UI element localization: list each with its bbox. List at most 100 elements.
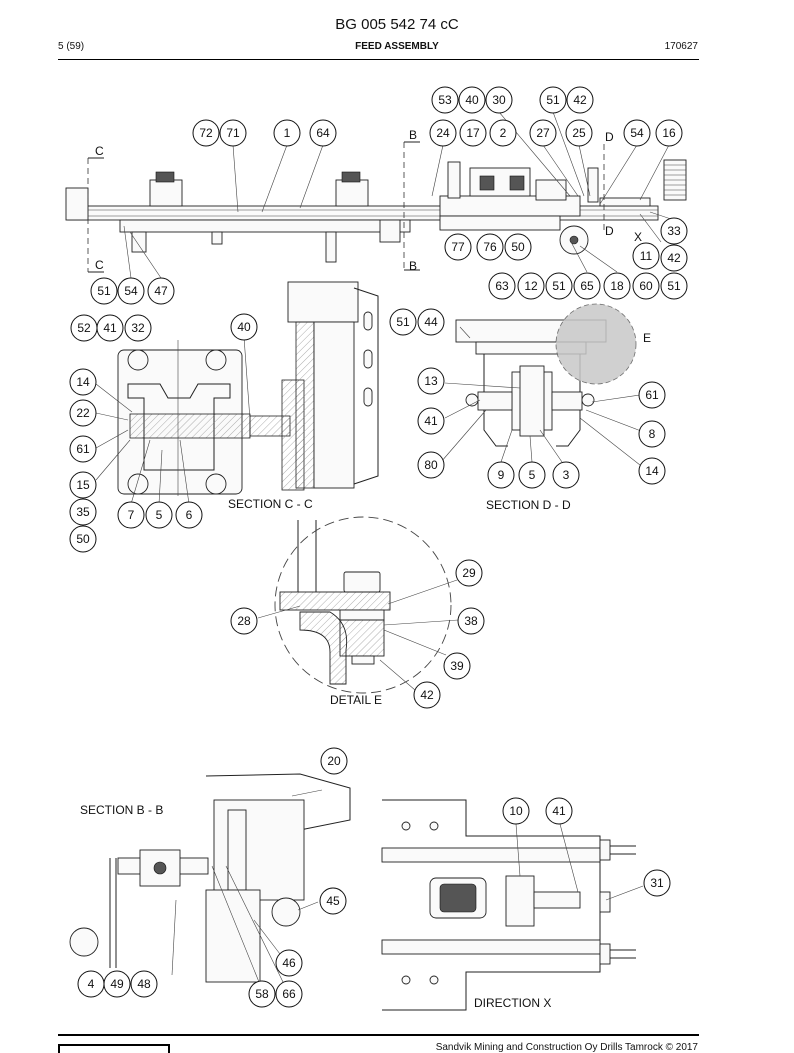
balloon-42: 42 [566, 86, 594, 114]
balloon-50: 50 [504, 233, 532, 261]
balloon-61: 61 [638, 381, 666, 409]
balloon-33: 33 [660, 217, 688, 245]
svg-text:42: 42 [573, 93, 587, 107]
svg-text:61: 61 [76, 442, 90, 456]
balloon-38: 38 [457, 607, 485, 635]
svg-text:44: 44 [424, 315, 438, 329]
balloon-32: 32 [124, 314, 152, 342]
svg-text:50: 50 [511, 240, 525, 254]
svg-text:53: 53 [438, 93, 452, 107]
balloon-22: 22 [69, 399, 97, 427]
balloon-41: 41 [96, 314, 124, 342]
section-title: FEED ASSEMBLY [355, 41, 439, 52]
svg-text:30: 30 [492, 93, 506, 107]
section-dd-view [440, 303, 642, 466]
svg-text:4: 4 [88, 977, 95, 991]
svg-text:54: 54 [124, 284, 138, 298]
svg-text:27: 27 [536, 126, 550, 140]
balloon-31: 31 [643, 869, 671, 897]
balloon-72: 72 [192, 119, 220, 147]
svg-text:9: 9 [498, 468, 505, 482]
svg-text:17: 17 [466, 126, 480, 140]
detail-e-label: DETAIL E [330, 693, 382, 707]
svg-text:31: 31 [650, 876, 664, 890]
balloon-60: 60 [632, 272, 660, 300]
balloon-51: 51 [90, 277, 118, 305]
balloon-53: 53 [431, 86, 459, 114]
svg-text:15: 15 [76, 478, 90, 492]
balloon-63: 63 [488, 272, 516, 300]
svg-text:22: 22 [76, 406, 90, 420]
svg-text:20: 20 [327, 754, 341, 768]
balloon-66: 66 [275, 980, 303, 1008]
svg-text:18: 18 [610, 279, 624, 293]
balloon-50: 50 [69, 525, 97, 553]
svg-text:29: 29 [462, 566, 476, 580]
svg-text:3: 3 [563, 468, 570, 482]
balloon-5: 5 [145, 501, 173, 529]
balloon-3: 3 [552, 461, 580, 489]
balloon-20: 20 [320, 747, 348, 775]
svg-text:51: 51 [667, 279, 681, 293]
svg-text:51: 51 [396, 315, 410, 329]
date-code: 170627 [664, 41, 698, 52]
section-dd-label: SECTION D - D [486, 498, 571, 512]
balloon-7: 7 [117, 501, 145, 529]
svg-text:42: 42 [420, 688, 434, 702]
svg-text:16: 16 [662, 126, 676, 140]
svg-text:2: 2 [500, 126, 507, 140]
svg-text:46: 46 [282, 956, 296, 970]
balloon-11: 11 [632, 242, 660, 270]
part-balloons: 53 40 30 51 42 72 71 1 64 24 17 2 27 25 … [69, 86, 688, 1008]
section-bb-label: SECTION B - B [80, 803, 163, 817]
balloon-10: 10 [502, 797, 530, 825]
balloon-77: 77 [444, 233, 472, 261]
svg-text:52: 52 [77, 321, 91, 335]
balloon-5: 5 [518, 461, 546, 489]
balloon-35: 35 [69, 498, 97, 526]
balloon-17: 17 [459, 119, 487, 147]
svg-text:41: 41 [424, 414, 438, 428]
svg-text:6: 6 [186, 508, 193, 522]
balloon-9: 9 [487, 461, 515, 489]
balloon-16: 16 [655, 119, 683, 147]
section-bb-view [69, 773, 351, 983]
svg-text:14: 14 [76, 375, 90, 389]
balloon-40: 40 [230, 313, 258, 341]
svg-text:14: 14 [645, 464, 659, 478]
balloon-80: 80 [417, 451, 445, 479]
balloon-48: 48 [130, 970, 158, 998]
svg-text:64: 64 [316, 126, 330, 140]
cut-marker-c-top: C [95, 144, 104, 158]
balloon-15: 15 [69, 471, 97, 499]
svg-text:54: 54 [630, 126, 644, 140]
balloon-1: 1 [273, 119, 301, 147]
balloon-29: 29 [455, 559, 483, 587]
svg-text:66: 66 [282, 987, 296, 1001]
svg-text:61: 61 [645, 388, 659, 402]
cut-marker-c-bottom: C [95, 258, 104, 272]
svg-text:24: 24 [436, 126, 450, 140]
balloon-51: 51 [389, 308, 417, 336]
balloon-54: 54 [117, 277, 145, 305]
balloon-12: 12 [517, 272, 545, 300]
balloon-71: 71 [219, 119, 247, 147]
balloon-42: 42 [660, 244, 688, 272]
svg-text:40: 40 [237, 320, 251, 334]
balloon-4: 4 [77, 970, 105, 998]
balloon-41: 41 [545, 797, 573, 825]
svg-text:5: 5 [529, 468, 536, 482]
balloon-30: 30 [485, 86, 513, 114]
detail-e-view [257, 516, 459, 694]
svg-text:33: 33 [667, 224, 681, 238]
balloon-76: 76 [476, 233, 504, 261]
balloon-51: 51 [660, 272, 688, 300]
cut-marker-d-top: D [605, 130, 614, 144]
cut-marker-x: X [634, 230, 642, 244]
balloon-44: 44 [417, 308, 445, 336]
balloon-40: 40 [458, 86, 486, 114]
balloon-61: 61 [69, 435, 97, 463]
svg-text:41: 41 [103, 321, 117, 335]
svg-text:12: 12 [524, 279, 538, 293]
